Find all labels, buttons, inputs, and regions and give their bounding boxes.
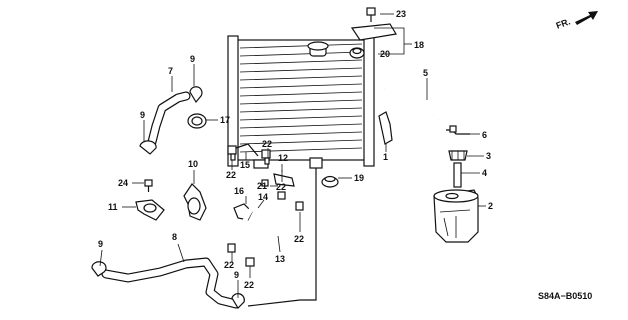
cushion-19 xyxy=(321,175,339,188)
callout-9-upper: 9 xyxy=(190,54,195,64)
clip-22-low-left xyxy=(227,243,236,253)
callout-16: 16 xyxy=(234,186,244,196)
upper-hose-7 xyxy=(147,91,191,147)
callout-1: 1 xyxy=(383,152,388,162)
callout-9-lower: 9 xyxy=(234,270,239,280)
cushion-20 xyxy=(349,47,365,59)
bolt-23 xyxy=(366,7,376,22)
callout-19: 19 xyxy=(354,173,364,183)
clip-22-mid xyxy=(277,191,286,200)
lower-hose-8 xyxy=(101,257,241,309)
callout-9-lower-left: 9 xyxy=(98,239,103,249)
clamp-10 xyxy=(183,183,207,221)
callout-22-low: 22 xyxy=(244,280,254,290)
callout-3: 3 xyxy=(486,151,491,161)
tube-4 xyxy=(453,162,462,188)
callout-7: 7 xyxy=(168,66,173,76)
callout-17: 17 xyxy=(220,115,230,125)
callout-15: 15 xyxy=(240,160,250,170)
callout-4: 4 xyxy=(482,168,487,178)
callout-24: 24 xyxy=(118,178,128,188)
callout-14: 14 xyxy=(258,192,268,202)
reference-code: S84A−B0510 xyxy=(538,291,592,301)
clip-22-low xyxy=(245,257,255,267)
clamp-9-lower-left xyxy=(91,261,107,277)
clip-22-right xyxy=(295,201,304,211)
overflow-tube-5 xyxy=(384,86,439,122)
clamp-9-lower xyxy=(231,293,245,309)
clamp-9-upper xyxy=(189,86,203,104)
hose-15 xyxy=(235,143,259,157)
reserve-cap-3 xyxy=(448,150,468,161)
callouts: 23 18 20 5 6 3 4 2 1 19 17 9 7 9 10 24 1… xyxy=(98,9,493,290)
callout-11: 11 xyxy=(108,202,118,212)
callout-18: 18 xyxy=(414,40,424,50)
front-arrow-icon xyxy=(575,11,598,25)
reserve-tank-2 xyxy=(433,189,479,243)
front-label: FR. xyxy=(555,16,572,30)
callout-23: 23 xyxy=(396,9,406,19)
hose-14 xyxy=(229,201,257,247)
bolt-24 xyxy=(144,179,153,192)
drain-pipe xyxy=(247,168,317,307)
clip-22-top-right xyxy=(261,149,271,165)
clip-1 xyxy=(378,111,393,145)
callout-20: 20 xyxy=(380,49,390,59)
callout-22-low-left: 22 xyxy=(224,260,234,270)
callout-10: 10 xyxy=(188,159,198,169)
callout-22-right: 22 xyxy=(294,234,304,244)
clip-21 xyxy=(261,179,269,187)
callout-12: 12 xyxy=(278,153,288,163)
callout-22-top-right: 22 xyxy=(262,139,272,149)
seal-17 xyxy=(187,113,207,129)
hose-13 xyxy=(255,209,285,255)
callout-9-left: 9 xyxy=(140,110,145,120)
clamp-9-left xyxy=(139,140,157,155)
clip-22-top-left xyxy=(227,145,237,161)
upper-bracket-18 xyxy=(350,23,397,41)
callout-21: 21 xyxy=(257,181,267,191)
joint-6 xyxy=(446,125,470,135)
radiator xyxy=(227,33,375,169)
callout-8: 8 xyxy=(172,232,177,242)
callout-6: 6 xyxy=(482,130,487,140)
callout-22-mid: 22 xyxy=(276,182,286,192)
callout-5: 5 xyxy=(423,68,428,78)
bracket-11 xyxy=(135,199,165,221)
callout-2: 2 xyxy=(488,201,493,211)
callout-22-top-left: 22 xyxy=(226,170,236,180)
callout-13: 13 xyxy=(275,254,285,264)
leader-lines xyxy=(99,13,486,298)
